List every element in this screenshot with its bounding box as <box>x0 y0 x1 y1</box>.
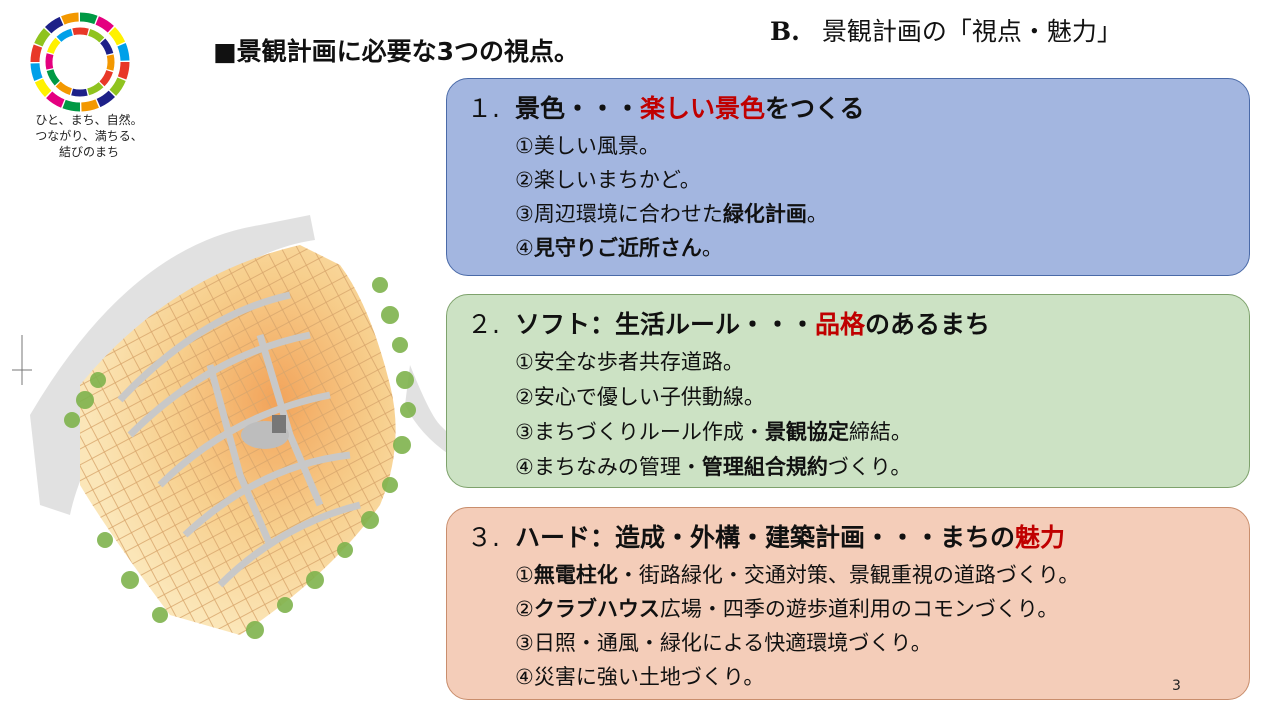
box-1-item-2: ②楽しいまちかど。 <box>515 163 1249 197</box>
item-text: づくり。 <box>827 455 912 479</box>
logo-ring-segment <box>108 26 126 46</box>
box-1-number: １. <box>467 94 500 123</box>
section-prefix: B. <box>770 17 800 46</box>
box-3-item-1: ①無電柱化・街路緑化・交通対策、景観重視の道路づくり。 <box>515 558 1249 592</box>
logo-ring-segment <box>34 78 52 98</box>
logo-ring-segment <box>117 61 130 80</box>
logo-ring-segment <box>106 54 115 71</box>
item-text: ①美しい風景。 <box>515 134 660 158</box>
box-2-heading-part-1: ソフト：生活ルール・・・ <box>515 310 816 339</box>
page-number: 3 <box>1172 678 1181 694</box>
logo-ring-segment <box>100 38 114 55</box>
item-text: ③日照・通風・緑化による快適環境づくり。 <box>515 631 932 655</box>
logo-ring-segment <box>87 82 104 96</box>
logo-ring-segment <box>47 37 61 55</box>
item-text: 。 <box>701 236 723 260</box>
viewpoint-box-1: １. 景色・・・楽しい景色をつくる ①美しい風景。 ②楽しいまちかど。 ③周辺環境… <box>446 78 1250 276</box>
box-2-item-2: ②安心で優しい子供動線。 <box>515 380 1249 415</box>
logo-ring-icon <box>30 12 130 112</box>
item-text: ② <box>515 597 534 621</box>
box-3-item-4: ④災害に強い土地づくり。 <box>515 660 1249 694</box>
box-2-item-4: ④まちなみの管理・管理組合規約づくり。 <box>515 450 1249 485</box>
item-text: ④ <box>515 236 534 260</box>
box-2-item-3: ③まちづくりルール作成・景観協定締結。 <box>515 415 1249 450</box>
logo-ring-segment <box>87 29 105 43</box>
logo-ring-segment <box>109 77 126 96</box>
logo-ring-segment <box>62 99 81 112</box>
box-1-item-4: ④見守りご近所さん。 <box>515 231 1249 265</box>
section-title-text: 景観計画の「視点・魅力」 <box>821 17 1122 46</box>
logo-ring-segment <box>55 81 73 95</box>
item-text: ②楽しいまちかど。 <box>515 168 701 192</box>
item-text: ③周辺環境に合わせた <box>515 202 723 226</box>
box-1-heading-part-3: をつくる <box>765 94 865 123</box>
item-text: ③まちづくりルール作成・ <box>515 420 765 444</box>
box-3-heading: ３. ハード：造成・外構・建築計画・・・まちの魅力 <box>467 518 1249 558</box>
item-text: 。 <box>806 202 828 226</box>
viewpoint-box-2: ２. ソフト：生活ルール・・・品格のあるまち ①安全な歩者共存道路。 ②安心で優し… <box>446 294 1250 488</box>
logo-ring-segment <box>30 44 43 63</box>
item-text: ②安心で優しい子供動線。 <box>515 385 765 409</box>
item-text-bold: クラブハウス <box>533 597 660 621</box>
logo-tagline: ひと、まち、自然。 つながり、満ちる、 結びのまち <box>14 112 164 160</box>
box-3-heading-part-2: 魅力 <box>1015 523 1066 552</box>
logo-ring-segment <box>45 53 54 70</box>
logo-ring-segment <box>79 12 98 25</box>
logo-ring-segment <box>72 27 89 36</box>
viewpoint-box-3: ３. ハード：造成・外構・建築計画・・・まちの魅力 ①無電柱化・街路緑化・交通対策… <box>446 507 1250 700</box>
box-3-item-2: ②クラブハウス広場・四季の遊歩道利用のコモンづくり。 <box>515 592 1249 626</box>
tagline-line-1: ひと、まち、自然。 <box>35 113 143 127</box>
logo-ring-segment <box>56 28 73 42</box>
item-text: ④災害に強い土地づくり。 <box>515 665 765 689</box>
box-1-item-1: ①美しい風景。 <box>515 129 1249 163</box>
logo-ring-segment <box>30 63 43 81</box>
item-text: ・街路緑化・交通対策、景観重視の道路づくり。 <box>617 563 1080 587</box>
logo-ring-segment <box>81 99 99 112</box>
logo-ring-segment <box>34 28 51 47</box>
item-text: ①安全な歩者共存道路。 <box>515 350 744 374</box>
box-2-heading: ２. ソフト：生活ルール・・・品格のあるまち <box>467 305 1249 345</box>
logo-ring-segment <box>117 43 130 61</box>
box-1-heading-part-1: 景色・・・ <box>515 94 641 123</box>
box-3-heading-part-1: ハード：造成・外構・建築計画・・・まちの <box>515 523 1016 552</box>
logo-ring-outer <box>30 12 130 112</box>
logo-ring-segment <box>46 69 60 86</box>
item-text-bold: 管理組合規約 <box>701 455 828 479</box>
tagline-line-2: つながり、満ちる、 <box>35 129 143 143</box>
section-title: B. 景観計画の「視点・魅力」 <box>770 12 1122 48</box>
logo-ring-segment <box>46 91 65 108</box>
logo-ring-segment <box>95 16 114 33</box>
logo-ring-inner <box>45 27 115 97</box>
site-plan-illustration <box>12 215 450 639</box>
box-2-item-1: ①安全な歩者共存道路。 <box>515 345 1249 380</box>
logo-ring-segment <box>99 69 113 87</box>
item-text: 広場・四季の遊歩道利用のコモンづくり。 <box>659 597 1059 621</box>
item-text: ④まちなみの管理・ <box>515 455 702 479</box>
box-2-heading-part-3: のあるまち <box>865 310 991 339</box>
item-text-bold: 無電柱化 <box>533 563 618 587</box>
logo-ring-segment <box>71 88 88 97</box>
box-1-heading-part-2: 楽しい景色 <box>640 94 766 123</box>
logo-ring-segment <box>44 16 64 34</box>
box-2-number: ２. <box>467 310 500 339</box>
item-text: 締結。 <box>848 420 912 444</box>
box-2-heading-part-2: 品格 <box>815 310 866 339</box>
tagline-line-3: 結びのまち <box>58 145 119 159</box>
item-text-bold: 景観協定 <box>764 420 849 444</box>
box-3-number: ３. <box>467 523 500 552</box>
item-text: ① <box>515 563 534 587</box>
box-3-item-3: ③日照・通風・緑化による快適環境づくり。 <box>515 626 1249 660</box>
item-text-bold: 緑化計画 <box>722 202 807 226</box>
page-title: ■景観計画に必要な3つの視点。 <box>213 37 580 66</box>
logo-ring-segment <box>96 90 116 108</box>
item-text-bold: 見守りご近所さん <box>533 236 702 260</box>
logo-ring-segment <box>61 12 79 25</box>
box-1-heading: １. 景色・・・楽しい景色をつくる <box>467 89 1249 129</box>
box-1-item-3: ③周辺環境に合わせた緑化計画。 <box>515 197 1249 231</box>
